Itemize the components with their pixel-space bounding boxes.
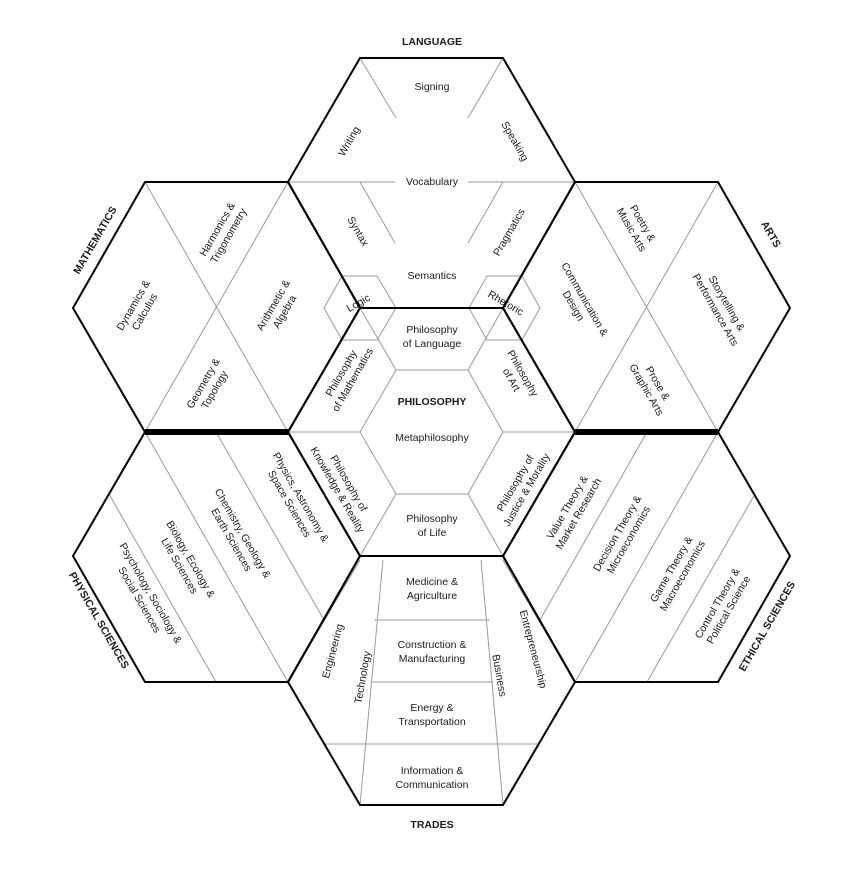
label-philosophy-mathematics: Philosophy of Mathematics (324, 346, 376, 414)
label-value-theory: Value Theory & Market Research (545, 474, 605, 552)
label-entrepreneurship: Entrepreneurship (517, 609, 549, 690)
header-physical-sciences: PHYSICAL SCIENCES (66, 570, 131, 671)
header-language: LANGUAGE (402, 36, 462, 48)
label-communication: Communication & Design (558, 261, 610, 339)
label-philosophy-art: Philosophy of Art (500, 348, 541, 399)
svg-text:Communication: Communication (396, 779, 469, 791)
label-business: Business (489, 653, 508, 697)
header-trades: TRADES (410, 819, 453, 831)
label-engineering: Engineering (320, 622, 346, 679)
label-poetry: Poetry & Music Arts (614, 203, 658, 254)
label-metaphilosophy: Metaphilosophy (395, 432, 469, 444)
label-game-theory: Game Theory & Macroeconomics (648, 534, 708, 613)
label-chemistry: Chemistry, Geology & Earth Sciences (208, 487, 273, 581)
label-decision-theory: Decision Theory & Microeconomics (591, 493, 653, 575)
svg-text:Energy &: Energy & (410, 702, 453, 714)
header-ethical-sciences: ETHICAL SCIENCES (737, 579, 798, 673)
label-syntax: Syntax (344, 215, 371, 249)
svg-text:Transportation: Transportation (398, 716, 465, 728)
label-medicine: Medicine & Agriculture (406, 576, 458, 602)
label-dynamics: Dynamics & Calculus (114, 278, 160, 333)
label-signing: Signing (414, 81, 449, 93)
svg-text:of Language: of Language (403, 338, 462, 350)
header-arts: ARTS (758, 219, 783, 250)
label-vocabulary: Vocabulary (406, 176, 459, 188)
label-construction: Construction & Manufacturing (398, 639, 467, 665)
label-pragmatics: Pragmatics (491, 207, 528, 258)
label-philosophy-language: Philosophy of Language (403, 324, 462, 350)
label-storytelling: Storytelling & Performance Arts (690, 272, 747, 348)
svg-text:Medicine &: Medicine & (406, 576, 458, 588)
label-speaking: Speaking (498, 120, 530, 164)
label-geometry: Geometry & Topology (184, 356, 231, 411)
svg-text:Philosophy: Philosophy (406, 513, 458, 525)
trades-hexagon (286, 555, 577, 806)
label-semantics: Semantics (407, 270, 456, 282)
svg-text:of Life: of Life (418, 527, 447, 539)
svg-text:Agriculture: Agriculture (407, 590, 457, 602)
label-biology: Biology, Ecology & Life Sciences (158, 519, 217, 600)
label-writing: Writing (336, 124, 363, 158)
label-energy: Energy & Transportation (398, 702, 465, 728)
label-information: Information & Communication (396, 765, 469, 791)
svg-text:Information &: Information & (401, 765, 463, 777)
svg-text:Philosophy: Philosophy (406, 324, 458, 336)
label-prose: Prose & Graphic Arts (626, 362, 671, 418)
label-philosophy-title: PHILOSOPHY (398, 396, 467, 408)
label-harmonics: Harmonics & Trigonometry (197, 200, 249, 265)
svg-text:Construction &: Construction & (398, 639, 467, 651)
svg-text:Manufacturing: Manufacturing (399, 653, 466, 665)
label-philosophy-life: Philosophy of Life (406, 513, 458, 539)
label-arithmetic: Arithmetic & Algebra (254, 278, 299, 333)
